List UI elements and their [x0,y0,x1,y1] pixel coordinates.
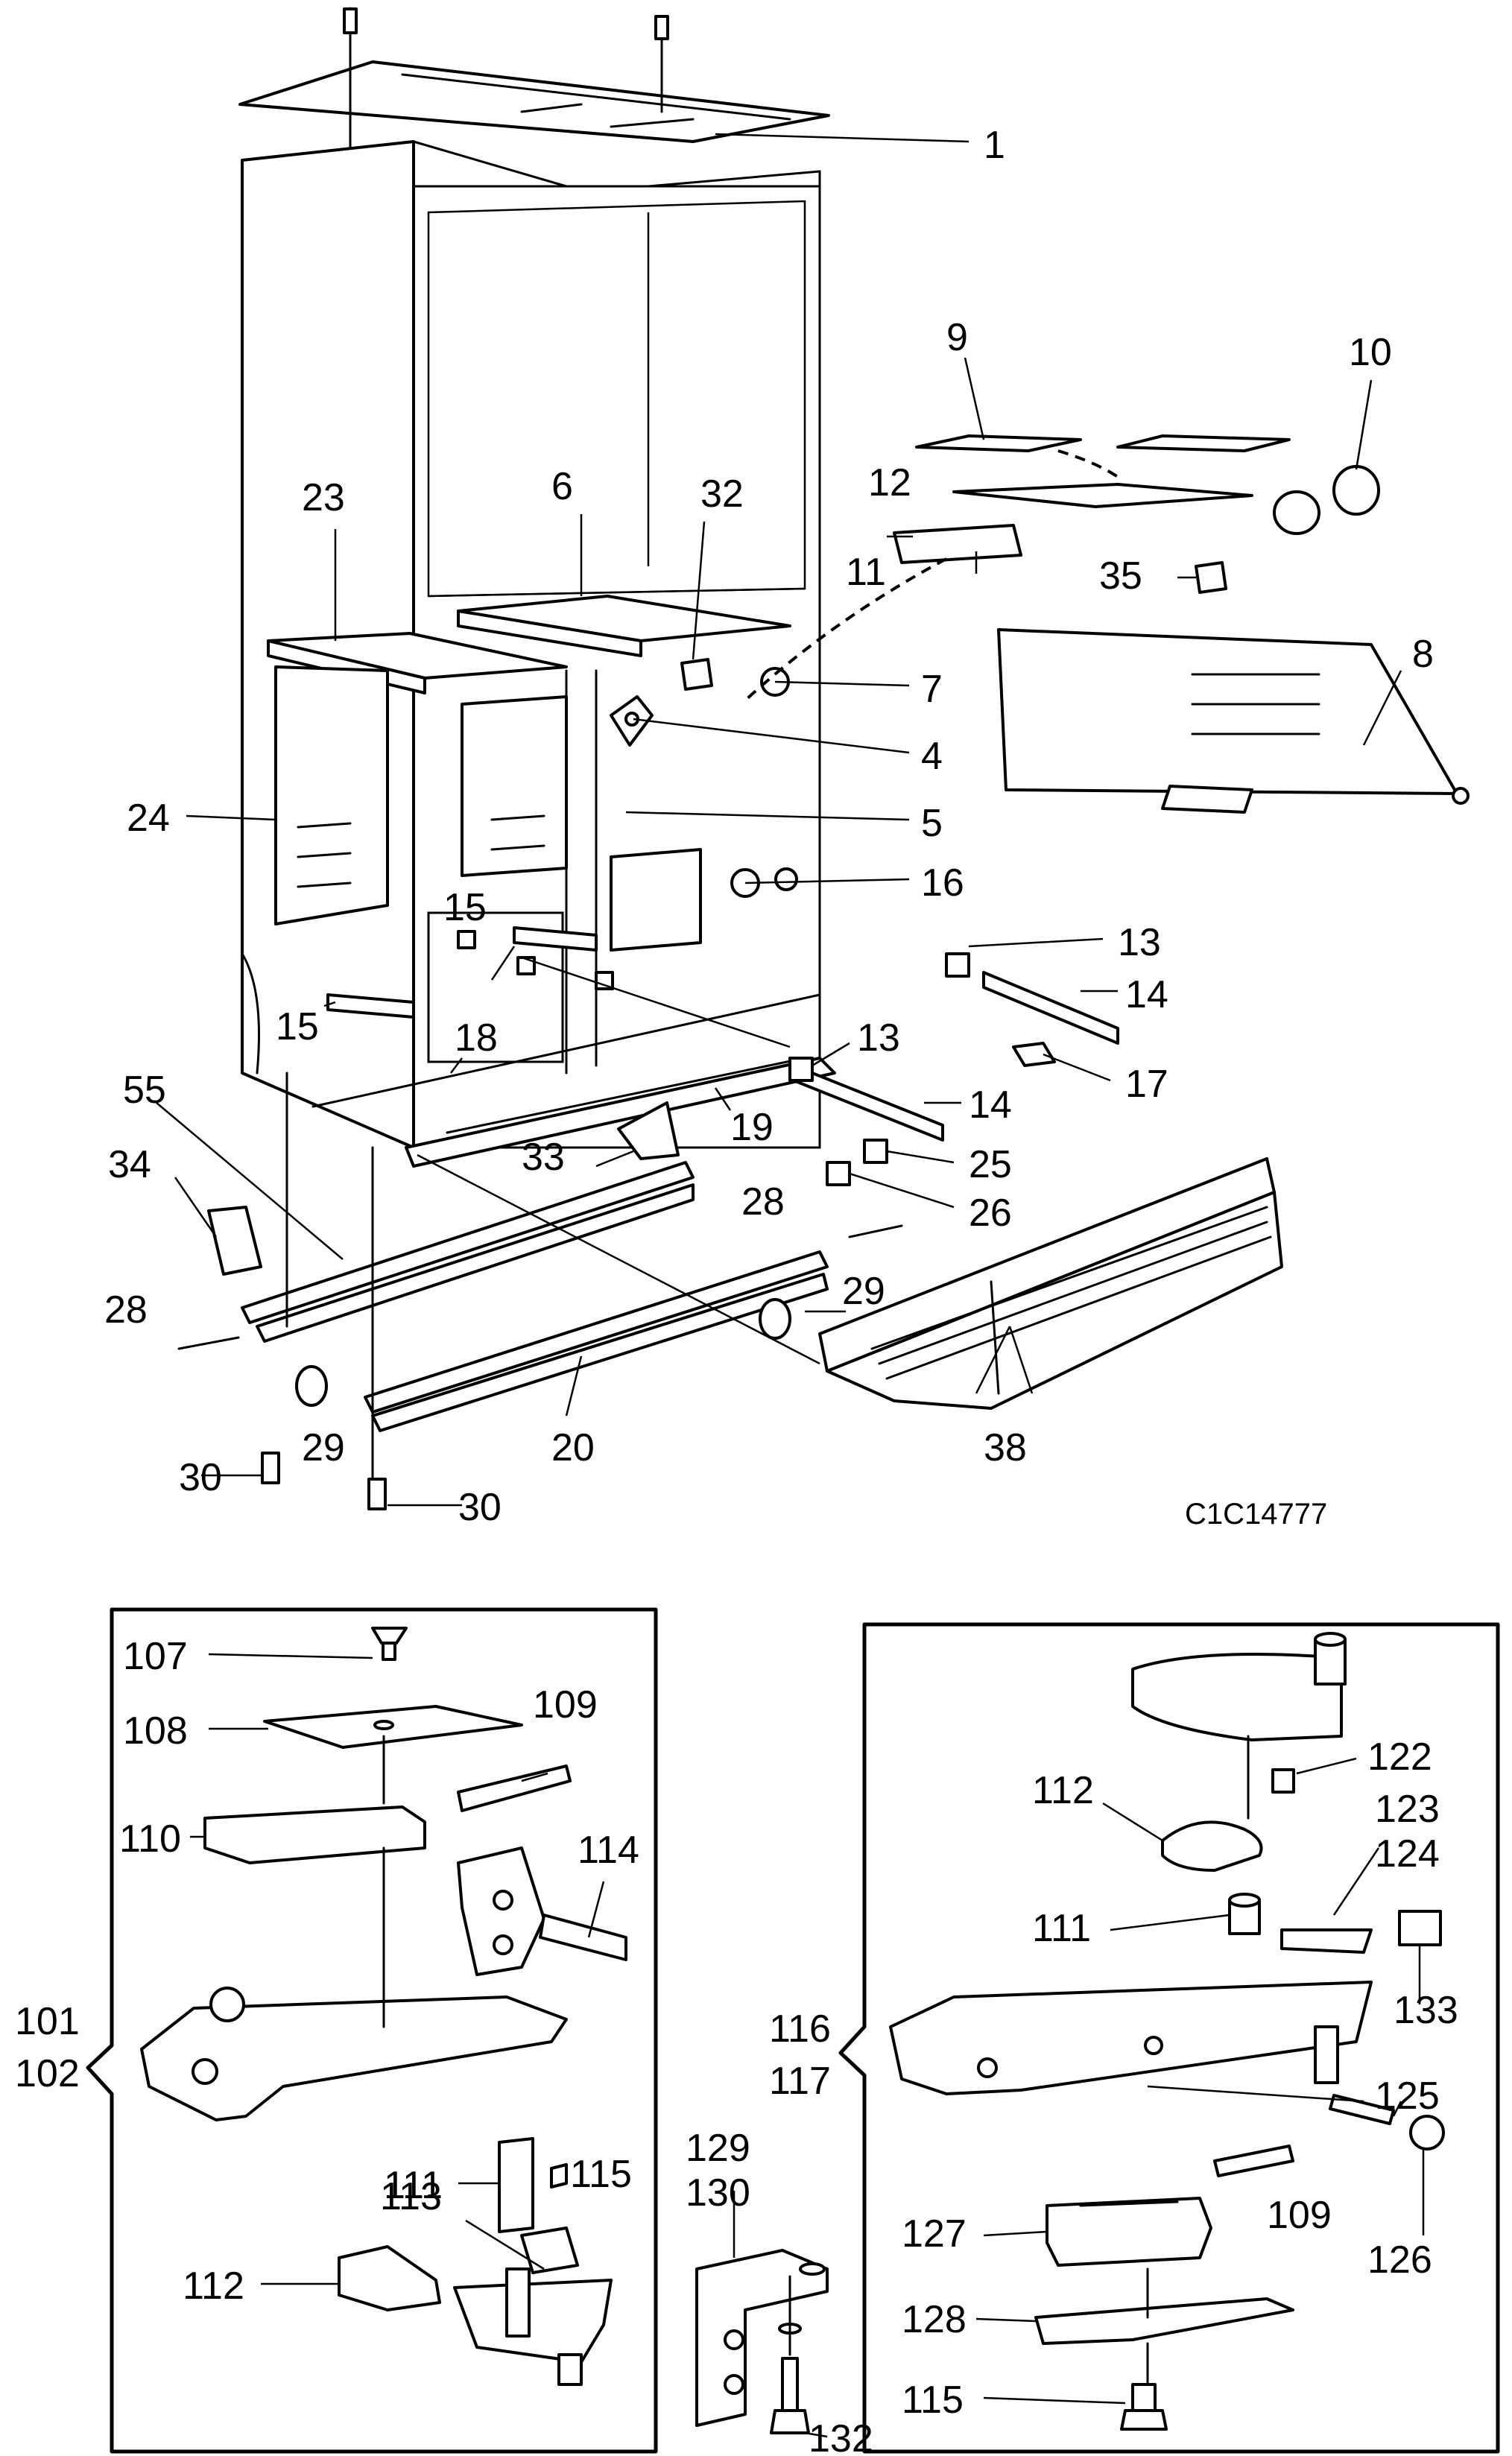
callout-15-lower: 15 [276,1005,319,1048]
callout-18: 18 [455,1016,498,1060]
callout-9: 9 [946,316,968,359]
callout-33: 33 [522,1136,565,1179]
callout-15-upper: 15 [443,886,487,929]
top-plate-part [238,7,830,151]
callout-115-right: 115 [902,2379,964,2422]
callout-115-left: 115 [570,2153,632,2196]
callout-125: 125 [1375,2074,1440,2118]
left-detail-parts [140,1627,627,2386]
right-detail-frame [838,1622,1500,2454]
callout-111-right: 111 [1032,1907,1091,1950]
callout-7: 7 [921,668,943,711]
callout-16: 16 [921,861,964,905]
callout-111-left: 111 [384,2164,443,2207]
base-plinth-part [311,993,836,1168]
left-detail-leaders [190,1653,605,2285]
left-detail-frame [86,1607,658,2454]
callout-114: 114 [578,1829,639,1872]
door-slide-rails [177,1072,903,1510]
callout-11: 11 [846,551,886,594]
callout-20: 20 [551,1426,595,1469]
kick-plate-grille-part [818,1157,1283,1410]
callout-38: 38 [984,1426,1027,1469]
callout-8: 8 [1412,633,1434,676]
callout-124: 124 [1375,1832,1440,1876]
callout-24: 24 [127,797,170,840]
callout-32: 32 [700,472,744,516]
callout-6: 6 [551,465,573,508]
callout-26: 26 [969,1191,1012,1235]
callout-127: 127 [902,2212,967,2256]
callout-107: 107 [123,1635,188,1678]
callout-30-left: 30 [179,1456,222,1499]
group-117: 117 [769,2060,831,2103]
group-101: 101 [15,2000,80,2043]
callout-28-right: 28 [741,1180,785,1224]
main-leader-lines [156,133,1402,1507]
right-detail-parts [889,1632,1445,2431]
callout-12: 12 [868,461,911,504]
callout-112-right: 112 [1032,1769,1094,1812]
callout-35: 35 [1099,554,1142,598]
callout-112-left: 112 [183,2264,244,2308]
callout-34: 34 [108,1143,151,1186]
callout-25: 25 [969,1143,1012,1186]
callout-132: 132 [809,2417,873,2456]
callout-122: 122 [1367,1735,1432,1779]
callout-14-upper: 14 [1125,973,1168,1016]
callout-108: 108 [123,1709,188,1753]
callout-113: 113 [380,2175,442,2218]
callout-17: 17 [1125,1063,1168,1106]
callout-126: 126 [1367,2238,1432,2282]
callout-10: 10 [1349,331,1392,374]
callout-4: 4 [921,735,943,778]
callout-109-right: 109 [1267,2194,1332,2237]
right-detail-leaders [975,1757,1425,2405]
drawing-code: C1C14777 [1185,1498,1327,1531]
callout-13-upper: 13 [1118,921,1161,964]
right-components [744,434,1470,814]
group-116: 116 [769,2007,831,2051]
callout-29-left: 29 [302,1426,345,1469]
evaporator-panel-part [267,632,568,925]
callout-123: 123 [1375,1788,1440,1831]
callout-133: 133 [1394,1989,1458,2032]
callout-13-lower: 13 [857,1016,900,1060]
upper-shelf-part [457,595,791,657]
callout-5: 5 [921,802,943,845]
guide-rail-parts [326,926,1119,1186]
callout-1: 1 [984,124,1005,167]
callout-30-right: 30 [458,1486,502,1529]
callout-128: 128 [902,2298,967,2341]
callout-14-lower: 14 [969,1083,1012,1127]
divider-frame [427,669,702,1074]
callout-129: 129 [686,2127,750,2170]
callout-29-right: 29 [842,1270,885,1313]
callout-109-left: 109 [533,1683,598,1727]
hinge-bracket-detail [695,2191,829,2438]
callout-19: 19 [730,1106,774,1149]
callout-23: 23 [302,476,345,519]
callout-110: 110 [119,1817,181,1861]
callout-55: 55 [123,1069,166,1112]
group-102: 102 [15,2052,80,2095]
callout-130: 130 [686,2171,750,2215]
callout-28-left: 28 [104,1288,148,1332]
hinge-bracket-part [610,658,798,898]
